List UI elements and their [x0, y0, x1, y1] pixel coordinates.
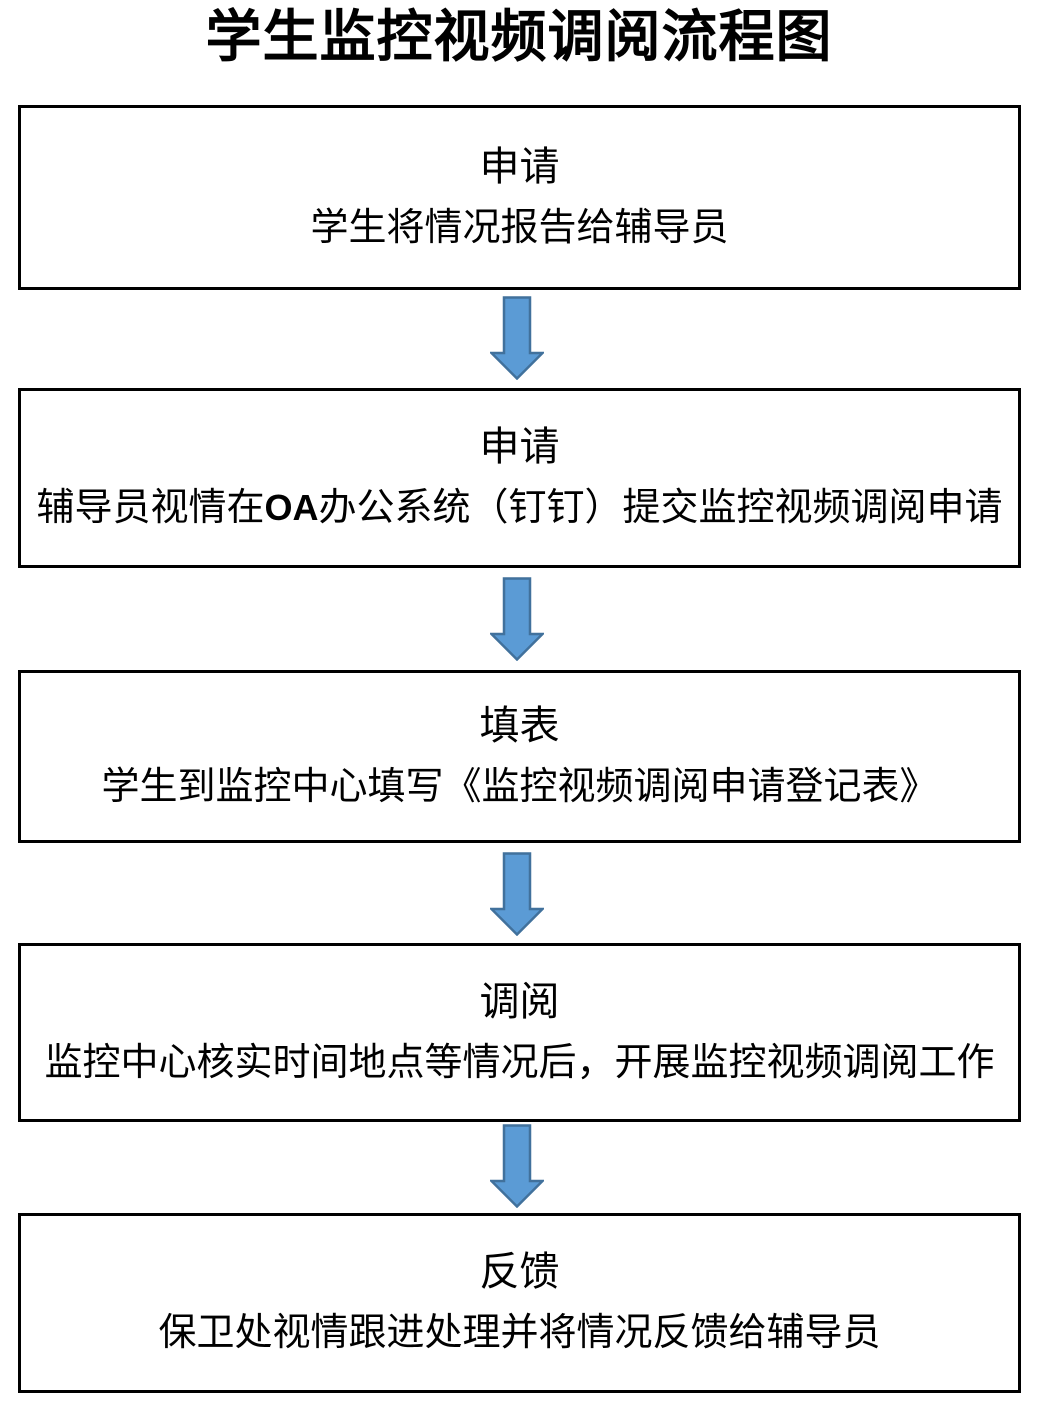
step-body-pre: 辅导员视情在 [36, 487, 265, 530]
step-body: 学生将情况报告给辅导员 [310, 206, 729, 249]
step-heading: 反馈 [479, 1249, 560, 1295]
flow-step-retrieve: 调阅 监控中心核实时间地点等情况后，开展监控视频调阅工作 [18, 943, 1021, 1122]
step-heading: 调阅 [479, 978, 560, 1024]
step-body: 监控中心核实时间地点等情况后，开展监控视频调阅工作 [44, 1041, 995, 1084]
flow-step-feedback: 反馈 保卫处视情跟进处理并将情况反馈给辅导员 [18, 1213, 1021, 1393]
step-body-post: 办公系统（钉钉）提交监控视频调阅申请 [318, 487, 1003, 530]
step-body: 保卫处视情跟进处理并将情况反馈给辅导员 [158, 1312, 881, 1355]
down-arrow-icon [490, 1124, 544, 1208]
down-arrow-icon [490, 577, 544, 661]
flow-step-apply-student: 申请 学生将情况报告给辅导员 [18, 105, 1021, 290]
down-arrow-icon [490, 852, 544, 936]
down-arrow-icon [490, 296, 544, 380]
page-title: 学生监控视频调阅流程图 [205, 7, 833, 69]
step-body: 辅导员视情在OA办公系统（钉钉）提交监控视频调阅申请 [36, 486, 1002, 532]
step-heading: 填表 [479, 702, 560, 748]
step-heading: 申请 [479, 424, 560, 470]
step-body: 学生到监控中心填写《监控视频调阅申请登记表》 [101, 765, 938, 808]
step-body-emphasis: OA [264, 487, 319, 529]
flow-step-fill-form: 填表 学生到监控中心填写《监控视频调阅申请登记表》 [18, 670, 1021, 843]
step-heading: 申请 [479, 143, 560, 189]
flow-step-apply-counselor: 申请 辅导员视情在OA办公系统（钉钉）提交监控视频调阅申请 [18, 388, 1021, 568]
